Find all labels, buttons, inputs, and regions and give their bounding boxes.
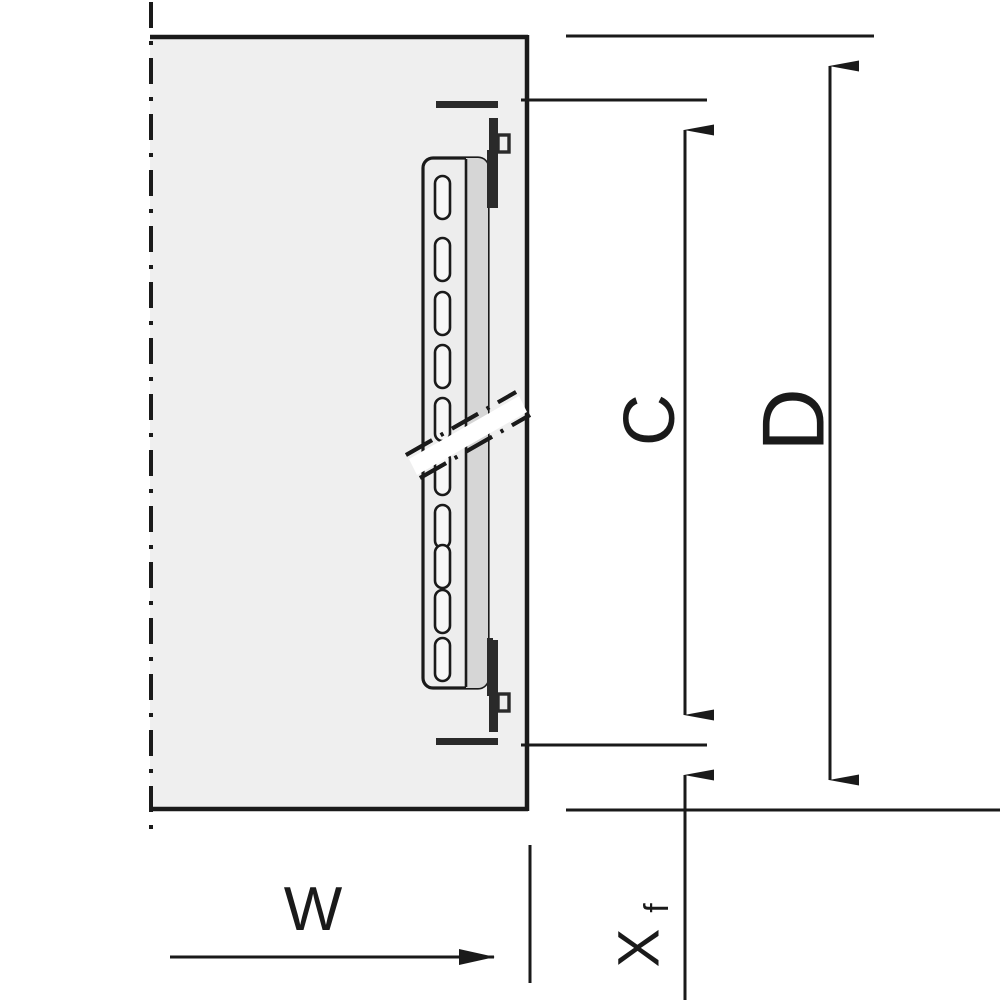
dimension-label-c: C — [610, 394, 690, 446]
bottom-bracket-flange — [436, 738, 498, 745]
rail-slot — [433, 343, 452, 390]
break-line-lower — [419, 413, 531, 480]
rail-slot — [433, 636, 452, 683]
mounting-rail — [421, 156, 490, 690]
top-bracket-tab — [496, 133, 511, 154]
bottom-bracket-leg — [487, 638, 493, 696]
top-bracket-leg — [487, 150, 493, 208]
rail-slot — [433, 588, 452, 635]
top-bracket-web — [489, 118, 498, 208]
break-line-upper — [405, 390, 517, 457]
rail-slot-group — [433, 174, 452, 683]
dimension-label-xf-base: X — [607, 929, 672, 968]
break-line-group-overlay — [405, 390, 531, 480]
rail-slot — [433, 174, 452, 221]
rail-slot — [433, 543, 452, 590]
top-bracket-flange — [436, 101, 498, 108]
dimension-line-group — [170, 60, 859, 1000]
dimension-label-group: W C D X f — [284, 388, 843, 967]
bottom-mounting-bracket — [436, 638, 511, 745]
rail-slot — [433, 503, 452, 550]
dimension-label-d: D — [744, 388, 843, 452]
rail-slot — [433, 236, 452, 283]
rail-slot — [433, 290, 452, 337]
bottom-bracket-web — [489, 640, 498, 732]
extension-line-group — [521, 34, 1000, 983]
break-gap-mask — [409, 396, 527, 475]
top-mounting-bracket — [436, 101, 511, 208]
bottom-bracket-tab — [496, 692, 511, 713]
dimension-label-w: W — [284, 875, 343, 944]
dimension-label-xf-subscript: f — [638, 903, 676, 913]
